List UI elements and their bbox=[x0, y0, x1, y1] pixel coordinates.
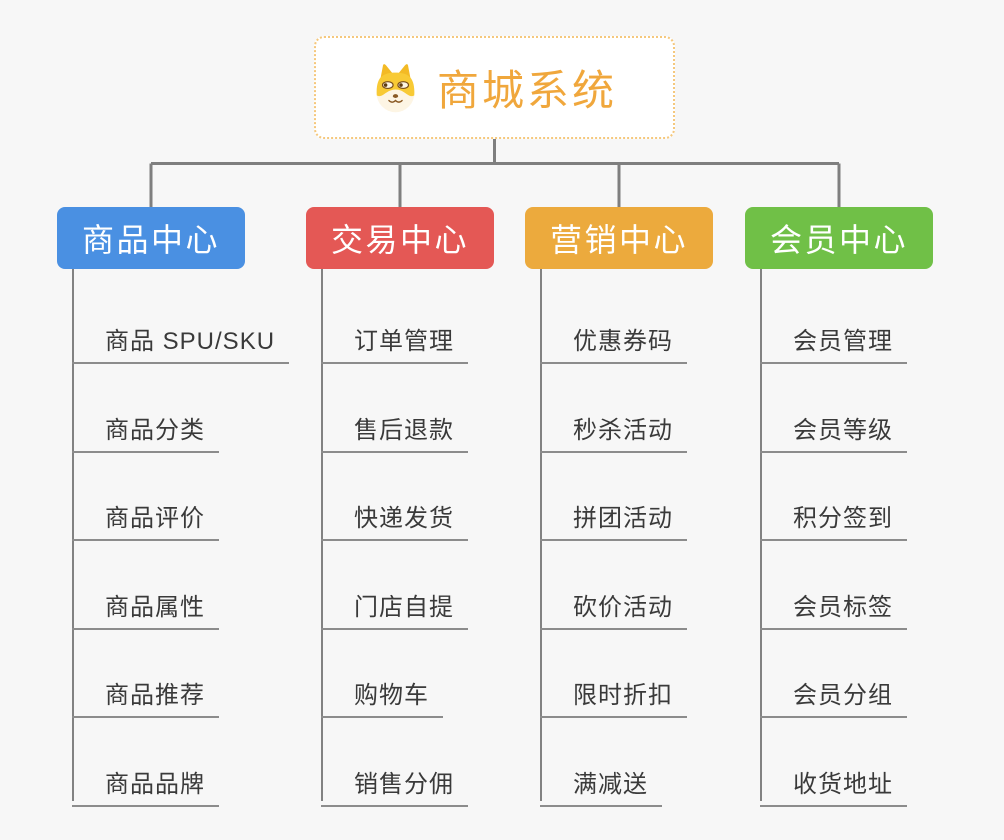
subtopic[interactable]: 满减送 bbox=[540, 757, 662, 807]
subtopic-label: 商品评价 bbox=[105, 505, 205, 532]
subtopic[interactable]: 商品推荐 bbox=[72, 668, 219, 718]
subtopic-label: 砍价活动 bbox=[573, 594, 673, 621]
subtopic[interactable]: 砍价活动 bbox=[540, 580, 687, 630]
root-topic-title: 商城系统 bbox=[436, 67, 617, 114]
subtopic-label: 满减送 bbox=[573, 771, 648, 798]
subtopic-label: 会员分组 bbox=[793, 682, 893, 709]
subtopic[interactable]: 商品属性 bbox=[72, 580, 219, 630]
subtopic-label: 限时折扣 bbox=[573, 682, 673, 709]
subtopic[interactable]: 购物车 bbox=[321, 668, 443, 718]
branch-topic[interactable]: 交易中心 bbox=[306, 207, 494, 269]
branch-spine-line bbox=[321, 269, 323, 801]
branch-topic[interactable]: 商品中心 bbox=[57, 207, 245, 269]
subtopic[interactable]: 会员标签 bbox=[760, 580, 907, 630]
subtopic[interactable]: 商品分类 bbox=[72, 403, 219, 453]
subtopic-label: 商品推荐 bbox=[105, 682, 205, 709]
subtopic-label: 购物车 bbox=[354, 682, 429, 709]
branch-topic-label: 营销中心 bbox=[549, 222, 688, 258]
subtopic[interactable]: 会员等级 bbox=[760, 403, 907, 453]
subtopic-label: 商品分类 bbox=[105, 417, 205, 444]
subtopic-label: 会员标签 bbox=[793, 594, 893, 621]
subtopic[interactable]: 优惠券码 bbox=[540, 314, 687, 364]
dog-face-icon bbox=[376, 63, 415, 112]
subtopic[interactable]: 收货地址 bbox=[760, 757, 907, 807]
subtopic[interactable]: 销售分佣 bbox=[321, 757, 468, 807]
branch-topic[interactable]: 会员中心 bbox=[745, 207, 933, 269]
subtopic[interactable]: 快递发货 bbox=[321, 491, 468, 541]
branch-spine-line bbox=[72, 269, 74, 801]
subtopic-label: 门店自提 bbox=[354, 594, 454, 621]
subtopic[interactable]: 商品 SPU/SKU bbox=[72, 314, 290, 364]
subtopic-label: 订单管理 bbox=[354, 328, 454, 355]
subtopic[interactable]: 商品评价 bbox=[72, 491, 219, 541]
subtopic[interactable]: 限时折扣 bbox=[540, 668, 687, 718]
subtopic-label: 拼团活动 bbox=[573, 505, 673, 532]
subtopic-label: 商品 SPU/SKU bbox=[105, 328, 276, 355]
branch-topic-label: 商品中心 bbox=[81, 222, 220, 258]
subtopic[interactable]: 订单管理 bbox=[321, 314, 468, 364]
subtopic[interactable]: 拼团活动 bbox=[540, 491, 687, 541]
subtopic-label: 商品品牌 bbox=[105, 771, 205, 798]
subtopic-label: 积分签到 bbox=[793, 505, 893, 532]
subtopic-label: 优惠券码 bbox=[573, 328, 673, 355]
subtopic[interactable]: 积分签到 bbox=[760, 491, 907, 541]
subtopic-label: 秒杀活动 bbox=[573, 417, 673, 444]
branch-topic-label: 交易中心 bbox=[330, 222, 469, 258]
subtopic[interactable]: 商品品牌 bbox=[72, 757, 219, 807]
subtopic[interactable]: 秒杀活动 bbox=[540, 403, 687, 453]
subtopic-label: 收货地址 bbox=[793, 771, 893, 798]
branch-spine-line bbox=[540, 269, 542, 801]
branch-topic[interactable]: 营销中心 bbox=[525, 207, 713, 269]
subtopic-label: 售后退款 bbox=[354, 417, 454, 444]
subtopic[interactable]: 门店自提 bbox=[321, 580, 468, 630]
subtopic-label: 商品属性 bbox=[105, 594, 205, 621]
subtopic-label: 销售分佣 bbox=[354, 771, 454, 798]
subtopic[interactable]: 会员分组 bbox=[760, 668, 907, 718]
subtopic-label: 快递发货 bbox=[354, 505, 454, 532]
branch-spine-line bbox=[760, 269, 762, 801]
subtopic-label: 会员等级 bbox=[793, 417, 893, 444]
subtopic[interactable]: 会员管理 bbox=[760, 314, 907, 364]
subtopic-label: 会员管理 bbox=[793, 328, 893, 355]
subtopic[interactable]: 售后退款 bbox=[321, 403, 468, 453]
branch-topic-label: 会员中心 bbox=[769, 222, 908, 258]
root-topic[interactable]: 商城系统 bbox=[314, 36, 675, 139]
